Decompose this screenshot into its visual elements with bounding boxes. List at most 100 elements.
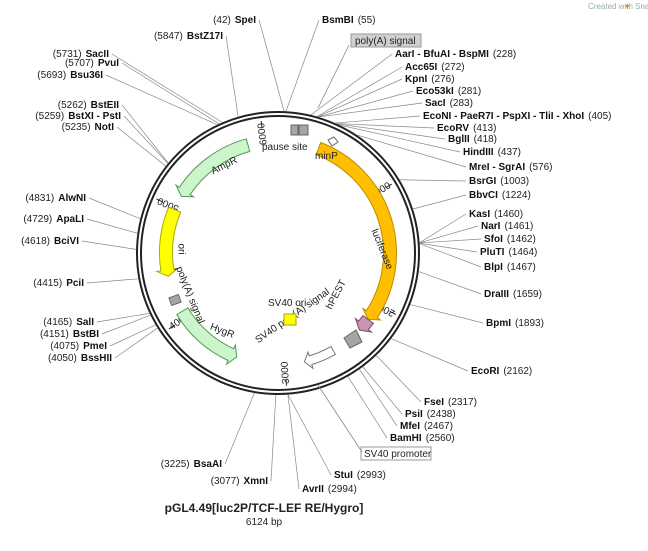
site-name: XmnI xyxy=(244,476,269,487)
feature-hygr[interactable] xyxy=(176,307,238,366)
site-label-psii[interactable]: PsiI(2438) xyxy=(405,409,456,420)
site-label-eco53ki[interactable]: Eco53kI(281) xyxy=(416,86,481,97)
site-label-bstbi[interactable]: (4151)BstBI xyxy=(40,329,99,340)
site-labels-layer: (42) SpeI BsmBI(55) AarI - BfuAI - BspMI(22… xyxy=(21,15,611,495)
site-label-pvui[interactable]: (5707)PvuI xyxy=(65,58,119,69)
site-label-draiii[interactable]: DraIII(1659) xyxy=(484,289,542,300)
sv40-promoter-box[interactable]: SV40 promoter xyxy=(360,446,432,461)
site-label-bamhi[interactable]: BamHI(2560) xyxy=(390,433,455,444)
site-label-bsaai[interactable]: (3225)BsaAI xyxy=(161,459,222,470)
site-label-bsu36i[interactable]: (5693)Bsu36I xyxy=(37,70,103,81)
site-leader-6 xyxy=(318,102,423,118)
site-label-sali[interactable]: (4165)SalI xyxy=(43,317,94,328)
site-position: (2467) xyxy=(424,421,453,432)
site-leader-42 xyxy=(121,62,220,125)
site-leader-3 xyxy=(316,66,403,117)
site-position: (283) xyxy=(450,98,473,109)
site-label-ecori[interactable]: EcoRI(2162) xyxy=(471,366,532,377)
site-label-stui[interactable]: StuI(2993) xyxy=(334,470,386,481)
site-name: EcoRI xyxy=(471,366,500,377)
site-label-bstxi-psti[interactable]: (5259)BstXI - PstI xyxy=(35,111,121,122)
site-label-bpmi[interactable]: BpmI(1893) xyxy=(486,318,544,329)
sv40-ori-feature[interactable]: SV40 ori xyxy=(268,298,306,326)
site-name: PciI xyxy=(66,278,84,289)
site-label-bcivi[interactable]: (4618)BciVI xyxy=(21,236,79,247)
site-label-pluti[interactable]: PluTI(1464) xyxy=(480,247,537,258)
feature-luciferase[interactable] xyxy=(315,141,397,321)
site-label-noti[interactable]: (5235) NotI xyxy=(62,122,115,133)
site-name: PsiI xyxy=(405,409,423,420)
site-leader-16 xyxy=(419,238,482,244)
site-label-mfei[interactable]: MfeI (2467) xyxy=(400,421,453,432)
site-label-bsshii[interactable]: (4050)BssHII xyxy=(48,353,112,364)
site-label-pmei[interactable]: (4075)PmeI xyxy=(50,341,107,352)
site-position: (272) xyxy=(441,62,464,73)
site-label-blpi[interactable]: BlpI(1467) xyxy=(484,262,536,273)
site-name: BglII xyxy=(448,134,470,145)
site-label-apali[interactable]: (4729)ApaLI xyxy=(23,214,84,225)
site-name: PluTI xyxy=(480,247,505,258)
minp-feature[interactable]: minP xyxy=(315,136,339,162)
site-label-avrii[interactable]: AvrII(2994) xyxy=(302,484,357,495)
site-position: (437) xyxy=(498,147,521,158)
grey-block-feature[interactable] xyxy=(343,329,363,349)
site-leader-15 xyxy=(419,225,479,244)
site-name: BamHI xyxy=(390,433,422,444)
pause-site-feature[interactable]: pause site xyxy=(262,124,309,153)
site-leader-13 xyxy=(412,194,467,210)
site-position: (1893) xyxy=(515,318,544,329)
site-leader-10 xyxy=(339,124,461,153)
site-leader-24 xyxy=(359,369,398,427)
site-position: (4151) xyxy=(40,329,69,340)
site-label-bstz17i[interactable]: (5847)BstZ17I xyxy=(154,31,223,42)
site-label-kasi[interactable]: KasI(1460) xyxy=(469,209,523,220)
site-label-fsei[interactable]: FseI(2317) xyxy=(424,397,477,408)
site-name: MfeI xyxy=(400,421,420,432)
site-position: (55) xyxy=(358,15,376,26)
site-label-alwni[interactable]: (4831)AlwNI xyxy=(25,193,86,204)
site-label-bsrgi[interactable]: BsrGI(1003) xyxy=(469,176,529,187)
site-name: HindIII xyxy=(463,147,494,158)
site-name: NotI xyxy=(95,122,115,133)
site-label-bsteii[interactable]: (5262)BstEII xyxy=(58,100,119,111)
site-position: (3225) xyxy=(161,459,190,470)
site-name: SpeI xyxy=(235,15,256,26)
site-leader-41 xyxy=(105,74,218,125)
site-label-ecorv[interactable]: EcoRV(413) xyxy=(437,123,496,134)
site-label-saci[interactable]: SacI(283) xyxy=(425,98,473,109)
site-position: (42) xyxy=(213,15,231,26)
site-label-kpni[interactable]: KpnI(276) xyxy=(405,74,455,85)
site-label-spei[interactable]: (42) SpeI xyxy=(213,15,256,26)
site-leader-8 xyxy=(336,123,435,129)
site-label-hindiii[interactable]: HindIII (437) xyxy=(463,147,521,158)
pause-site-label: pause site xyxy=(262,142,308,153)
site-leader-37 xyxy=(88,197,141,219)
site-label-nari[interactable]: NarI(1461) xyxy=(481,221,533,232)
site-label-econi-paer7i-pspxi-tlii-xhoi[interactable]: EcoNI - PaeR7I - PspXI - TliI - XhoI(405… xyxy=(423,111,612,122)
site-label-bglii[interactable]: BglII(418) xyxy=(448,134,497,145)
site-position: (4415) xyxy=(33,278,62,289)
feature-ampr[interactable] xyxy=(174,138,251,198)
site-label-sacii[interactable]: (5731)SacII xyxy=(53,49,109,60)
site-label-acc65i[interactable]: Acc65I (272) xyxy=(405,62,465,73)
site-leader-22 xyxy=(376,355,422,403)
site-name: Acc65I xyxy=(405,62,437,73)
feature-hpest[interactable] xyxy=(354,314,375,333)
minp-label: minP xyxy=(315,151,338,162)
site-position: (1003) xyxy=(500,176,529,187)
site-label-pcii[interactable]: (4415) PciI xyxy=(33,278,84,289)
site-label-bbvci[interactable]: BbvCI(1224) xyxy=(469,190,531,201)
sv40-promoter-label: SV40 promoter xyxy=(364,449,432,460)
site-label-aari-bfuai-bspmi[interactable]: AarI - BfuAI - BspMI(228) xyxy=(395,49,516,60)
site-label-mrei-sgrai[interactable]: MreI - SgrAI(576) xyxy=(469,162,552,173)
site-label-xmni[interactable]: (3077)XmnI xyxy=(211,476,269,487)
site-name: KpnI xyxy=(405,74,427,85)
site-position: (5235) xyxy=(62,122,91,133)
polya-signal-top-box[interactable]: poly(A) signal xyxy=(350,33,422,48)
site-leader-1 xyxy=(285,19,320,112)
feature-sv40-poly-a-signal[interactable] xyxy=(303,345,337,370)
site-label-sfoi[interactable]: SfoI(1462) xyxy=(484,234,536,245)
feature-ori[interactable] xyxy=(155,206,182,277)
site-name: Eco53kI xyxy=(416,86,454,97)
site-label-bsmbi[interactable]: BsmBI(55) xyxy=(322,15,375,26)
